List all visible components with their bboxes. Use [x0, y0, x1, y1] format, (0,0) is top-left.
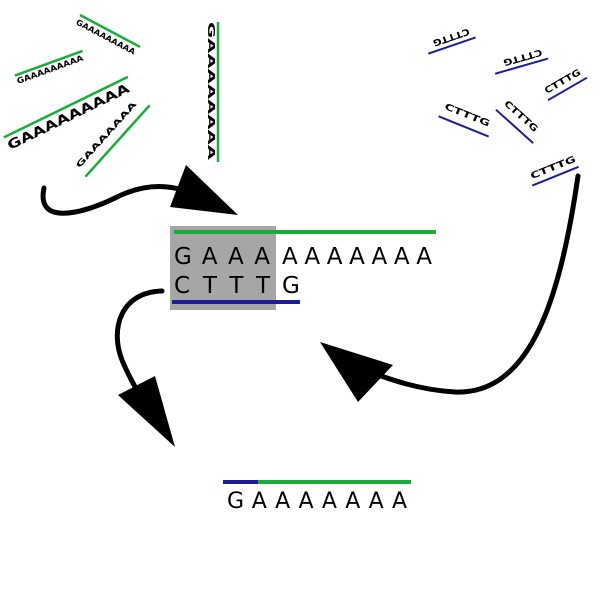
long-strand-rest: AAAAAAA: [282, 244, 432, 270]
short-fragment-label: CTTTG: [502, 46, 543, 67]
short-fragment-strand: [547, 76, 588, 102]
arrow-from-short-fragments: [320, 173, 581, 402]
long-fragment-label: GAAAAAAAAA: [74, 18, 137, 57]
short-fragment-strand: [531, 165, 579, 187]
long-fragment-strand: [79, 13, 141, 49]
long-fragment-label: GAAAAAAAA: [205, 22, 216, 161]
overlap-highlight: [170, 226, 276, 310]
arrow-to-result: [114, 288, 175, 447]
short-fragment: CTTTG: [438, 102, 491, 138]
arrow-from-long-fragments: [40, 165, 238, 216]
short-strand-rest: G: [282, 273, 300, 299]
long-fragment-label: GAAAAAAAAA: [16, 53, 86, 86]
short-fragment-strand: [495, 108, 534, 144]
assembled-result: GAAAAAAA: [223, 480, 411, 514]
long-fragment-strand: [84, 104, 151, 178]
result-sequence: GAAAAAAA: [227, 489, 407, 514]
short-fragment: CTTTG: [495, 99, 539, 144]
short-fragment-strand: [427, 36, 476, 55]
short-fragment: CTTTG: [543, 68, 588, 102]
short-fragment-label: CTTTG: [443, 102, 491, 129]
long-fragment-label: GAAAAAAAAA: [5, 81, 132, 153]
short-fragment: CTTTG: [427, 25, 476, 55]
long-fragment: GAAAAAAAAA: [74, 13, 141, 57]
alignment: GAAA AAAAAAA CTTT G: [170, 226, 436, 310]
short-fragment-strand: [438, 115, 490, 138]
short-fragment-label: CTTTG: [501, 99, 539, 135]
short-fragment-strand: [494, 57, 549, 75]
long-fragment-strand: [14, 49, 84, 77]
long-fragment: GAAAAAAAAA: [14, 49, 86, 86]
short-fragment: CTTTG: [494, 46, 549, 75]
long-fragment-strand: [3, 75, 129, 139]
short-fragment-label: CTTTG: [431, 25, 470, 47]
long-fragment: GAAAAAAAA: [205, 22, 220, 162]
short-fragment: CTTTG: [529, 155, 579, 187]
